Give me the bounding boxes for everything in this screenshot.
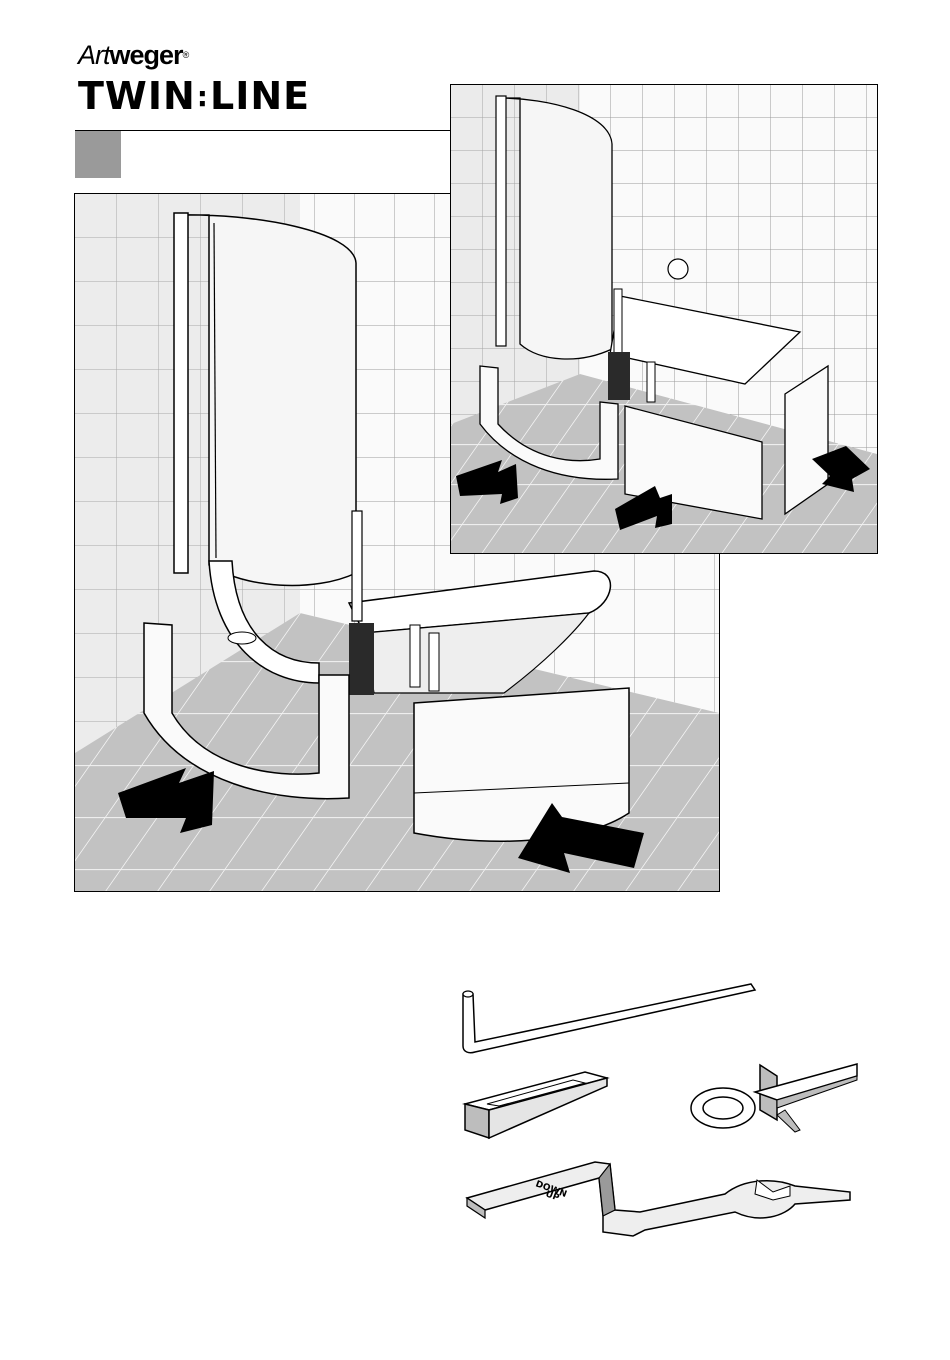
tools-illustration: DOWN UP xyxy=(455,980,865,1245)
header-rule xyxy=(75,130,450,131)
hex-key-icon xyxy=(463,984,755,1053)
inset-illustration-svg xyxy=(450,84,878,554)
right-front-panel xyxy=(414,688,629,841)
tools-svg: DOWN UP xyxy=(455,980,865,1245)
brand-name-part1: Art xyxy=(78,40,110,70)
door-frame xyxy=(174,213,188,573)
product-name-part2: LINE xyxy=(210,74,310,118)
spanner-icon: DOWN UP xyxy=(467,1162,850,1236)
inset-illustration xyxy=(450,84,878,554)
mixer-valve xyxy=(668,259,688,279)
pipe-cavity xyxy=(349,623,374,695)
brand-logo: Artweger® xyxy=(78,40,188,70)
faucet-post xyxy=(352,511,362,621)
step-number-box xyxy=(75,131,121,178)
product-name-separator: : xyxy=(197,80,209,113)
leveling-bracket-icon xyxy=(691,1064,857,1132)
product-name-part1: TWIN xyxy=(78,74,196,118)
wedge-icon xyxy=(465,1072,607,1138)
brand-name-part2: weger xyxy=(110,40,183,70)
registered-mark: ® xyxy=(183,50,189,60)
product-name: TWIN:LINE xyxy=(78,76,310,117)
